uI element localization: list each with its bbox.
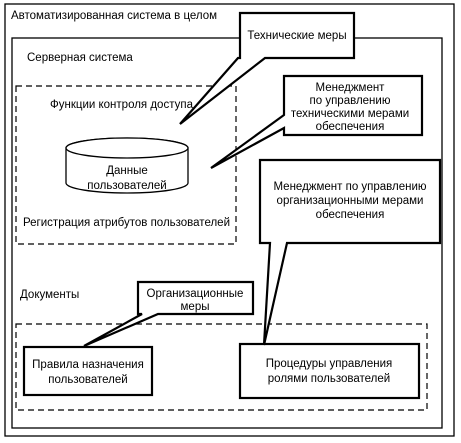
tech-management-line-3: техническими мерами: [291, 108, 409, 120]
attr-registration-label: Регистрация атрибутов пользователей: [23, 217, 230, 229]
org-management-line-2: организационными мерами: [277, 195, 424, 207]
assignment-rules-box: [22, 345, 154, 397]
outer-title: Автоматизированная система в целом: [11, 10, 217, 22]
documents-frame: [15, 323, 428, 411]
tech-management-callout: Менеджмент по управлению техническими ме…: [210, 74, 424, 169]
org-measures-callout: Организационные меры: [83, 280, 255, 348]
technical-measures-callout: Технические меры: [179, 11, 356, 125]
org-management-line-1: Менеджмент по управлению: [273, 181, 426, 193]
tech-management-line-4: обеспечения: [316, 121, 385, 133]
access-control-label: Функции контроля доступа: [50, 99, 194, 111]
user-data-line-1: Данные: [106, 165, 148, 177]
org-measures-line-1: Организационные: [147, 288, 244, 300]
user-data-line-2: пользователей: [87, 180, 166, 192]
tech-management-line-1: Менеджмент: [316, 82, 386, 94]
org-management-callout: Менеджмент по управлению организационным…: [258, 158, 442, 346]
role-procedures-box: [238, 342, 421, 400]
user-data-cylinder: Данные пользователей: [65, 137, 189, 194]
server-system-label: Серверная система: [27, 52, 133, 64]
org-measures-line-2: меры: [181, 301, 210, 313]
role-procedures-line-1: Процедуры управления: [266, 358, 393, 370]
access-control-frame: [15, 85, 237, 245]
assignment-rules-line-2: пользователей: [48, 374, 127, 386]
role-procedures-line-2: ролями пользователей: [268, 373, 390, 385]
tech-management-line-2: по управлению: [310, 95, 391, 107]
org-management-line-3: обеспечения: [316, 209, 385, 221]
technical-measures-text: Технические меры: [247, 30, 346, 42]
documents-label: Документы: [20, 289, 79, 301]
assignment-rules-line-1: Правила назначения: [32, 359, 144, 371]
